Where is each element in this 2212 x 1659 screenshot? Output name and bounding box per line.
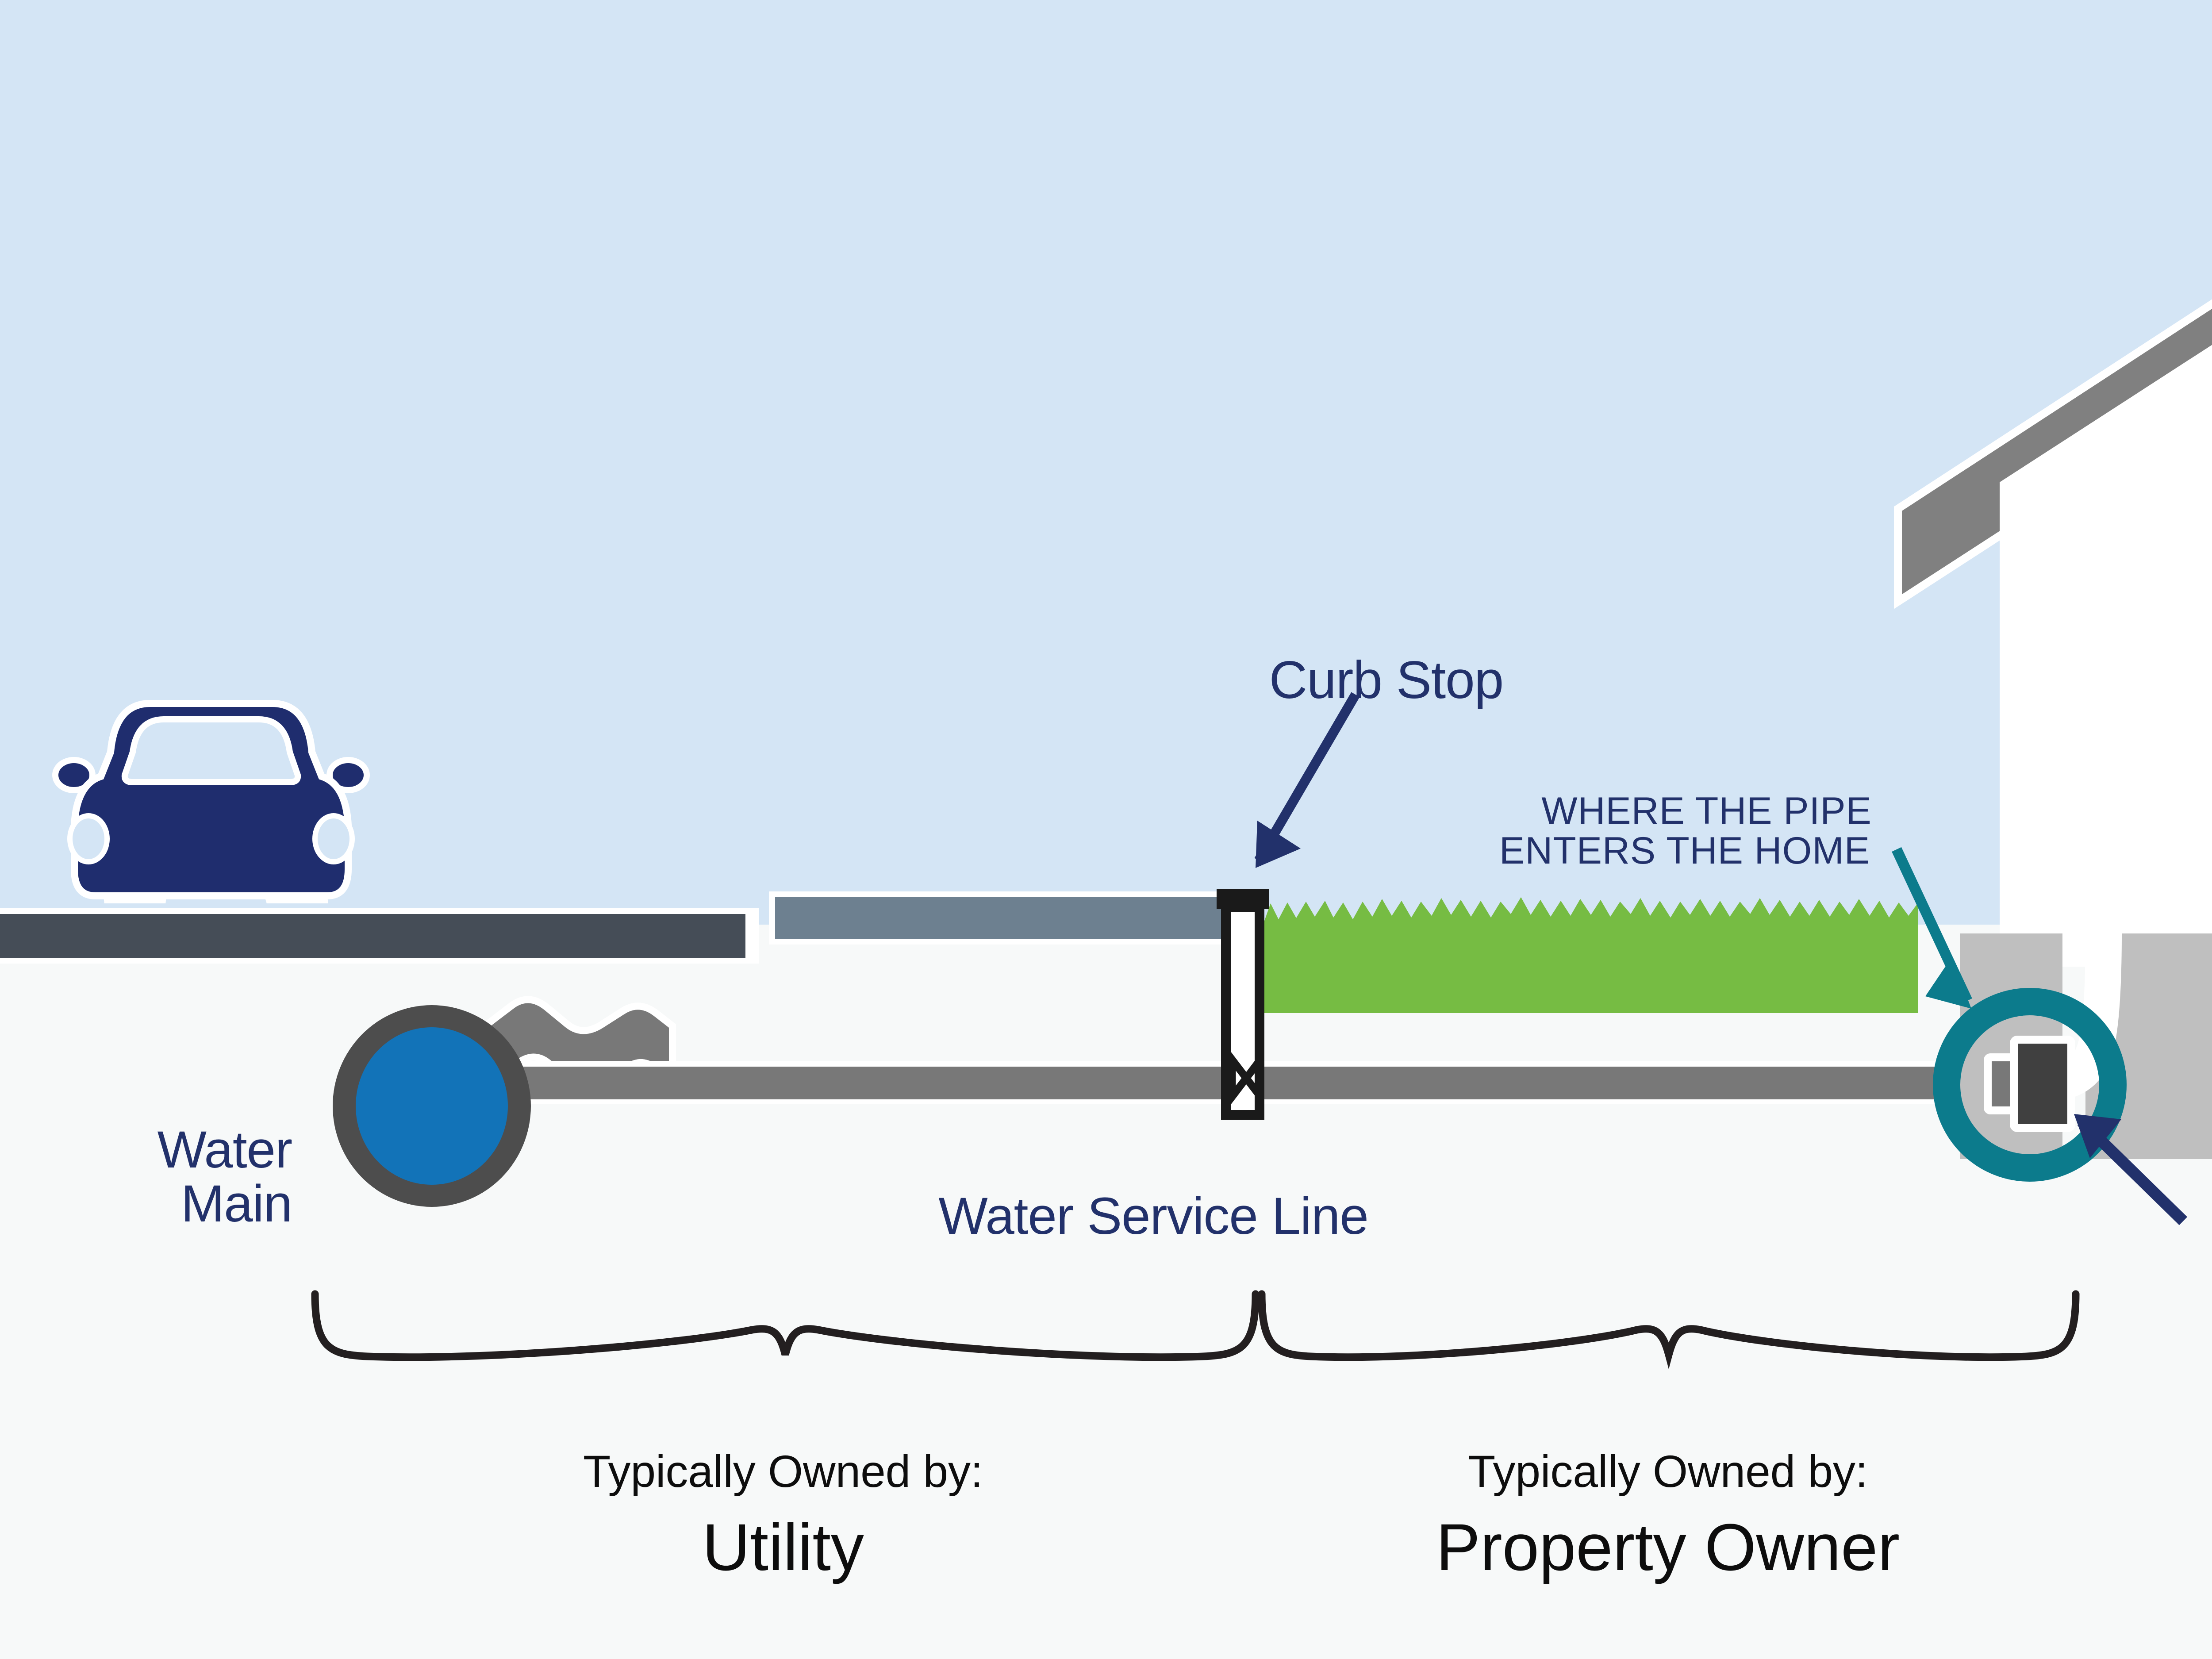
lawn	[1248, 897, 1918, 1013]
road	[0, 908, 759, 964]
arrow-down-left-icon	[1254, 692, 1360, 868]
sidewalk	[769, 891, 1256, 945]
ownership-utility-prefix: Typically Owned by:	[583, 1446, 983, 1497]
curb-stop-valve-icon	[1217, 889, 1269, 1120]
ownership-utility: Typically Owned by: Utility	[343, 1433, 1223, 1596]
ownership-utility-owner: Utility	[702, 1509, 864, 1584]
curb-stop-label: Curb Stop	[1269, 650, 1504, 710]
water-main-label: Water Main	[157, 1120, 293, 1233]
where-pipe-enters-home-label: WHERE THE PIPE ENTERS THE HOME	[1499, 790, 1872, 872]
water-service-line-pipe	[513, 1061, 2031, 1104]
car-icon	[52, 700, 370, 903]
water-service-line-label: Water Service Line	[938, 1187, 1368, 1245]
arrow-up-left-icon	[2074, 1114, 2188, 1225]
curly-brace-icon	[1258, 1290, 2080, 1369]
ownership-property: Typically Owned by: Property Owner	[1234, 1433, 2101, 1596]
house-icon	[1894, 299, 2212, 967]
water-main-icon	[333, 1005, 531, 1207]
ownership-property-prefix: Typically Owned by:	[1467, 1446, 1868, 1497]
water-meter-label: Water Meter	[2185, 1259, 2212, 1421]
arrow-down-right-icon	[1892, 847, 1972, 1009]
ownership-property-owner: Property Owner	[1436, 1509, 1900, 1584]
curly-brace-icon	[311, 1290, 1260, 1361]
water-meter-icon	[1933, 988, 2127, 1182]
